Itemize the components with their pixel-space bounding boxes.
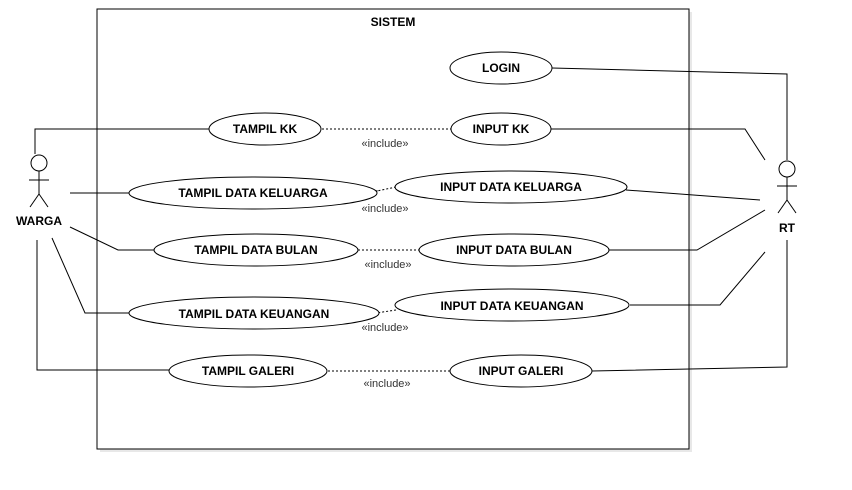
stick-figure-icon [29, 154, 49, 208]
use-case-input-data-keuangan[interactable]: INPUT DATA KEUANGAN [394, 288, 630, 322]
use-case-tampil-data-bulan-label: TAMPIL DATA BULAN [194, 243, 317, 257]
use-case-tampil-data-keluarga-label: TAMPIL DATA KELUARGA [178, 186, 328, 200]
use-case-input-kk-label: INPUT KK [473, 122, 530, 136]
use-case-input-galeri[interactable]: INPUT GALERI [449, 354, 593, 388]
actor-rt-label: RT [779, 221, 796, 235]
use-case-tampil-data-keluarga[interactable]: TAMPIL DATA KELUARGA [128, 176, 378, 210]
assoc-rt-input-bulan [609, 209, 766, 251]
warga-associations [34, 128, 209, 371]
use-case-tampil-data-keuangan[interactable]: TAMPIL DATA KEUANGAN [128, 296, 380, 330]
actor-rt[interactable]: RT [777, 160, 797, 235]
assoc-rt-input-keuangan [630, 251, 766, 306]
include-label-keluarga: «include» [361, 203, 408, 215]
use-case-input-data-keluarga-label: INPUT DATA KELUARGA [440, 180, 582, 194]
include-arrow-keluarga [377, 186, 397, 191]
include-label-bulan: «include» [364, 259, 411, 271]
use-case-input-data-bulan-label: INPUT DATA BULAN [456, 243, 572, 257]
stick-figure-icon [777, 160, 797, 214]
include-label-keuangan: «include» [361, 322, 408, 334]
use-case-tampil-data-keuangan-label: TAMPIL DATA KEUANGAN [179, 307, 330, 321]
assoc-warga-tampil-kk [34, 128, 209, 154]
use-case-tampil-galeri[interactable]: TAMPIL GALERI [168, 354, 328, 388]
assoc-warga-tampil-keuangan [51, 237, 130, 314]
actor-warga-label: WARGA [16, 214, 62, 228]
system-title: SISTEM [371, 15, 416, 29]
use-case-tampil-kk-label: TAMPIL KK [233, 122, 298, 136]
use-case-tampil-galeri-label: TAMPIL GALERI [202, 364, 294, 378]
use-case-tampil-kk[interactable]: TAMPIL KK [208, 112, 322, 146]
assoc-rt-input-keluarga [625, 189, 761, 201]
assoc-warga-tampil-bulan [69, 226, 155, 251]
rt-associations [550, 67, 788, 372]
assoc-rt-login [551, 67, 788, 160]
assoc-warga-tampil-galeri [36, 240, 169, 371]
include-label-galeri: «include» [363, 378, 410, 390]
use-case-tampil-data-bulan[interactable]: TAMPIL DATA BULAN [153, 233, 359, 267]
use-case-input-kk[interactable]: INPUT KK [450, 112, 552, 146]
use-case-login-label: LOGIN [482, 61, 520, 75]
assoc-rt-input-galeri [591, 240, 788, 372]
use-case-input-data-bulan[interactable]: INPUT DATA BULAN [418, 233, 610, 267]
assoc-rt-input-kk [550, 128, 766, 161]
use-case-login[interactable]: LOGIN [449, 51, 553, 85]
actor-warga[interactable]: WARGA [16, 154, 62, 228]
use-case-input-galeri-label: INPUT GALERI [479, 364, 564, 378]
use-case-input-data-keluarga[interactable]: INPUT DATA KELUARGA [394, 170, 628, 204]
include-label-kk: «include» [361, 138, 408, 150]
use-case-input-data-keuangan-label: INPUT DATA KEUANGAN [440, 299, 583, 313]
include-dependencies: «include» «include» «include» «include» … [320, 129, 452, 390]
